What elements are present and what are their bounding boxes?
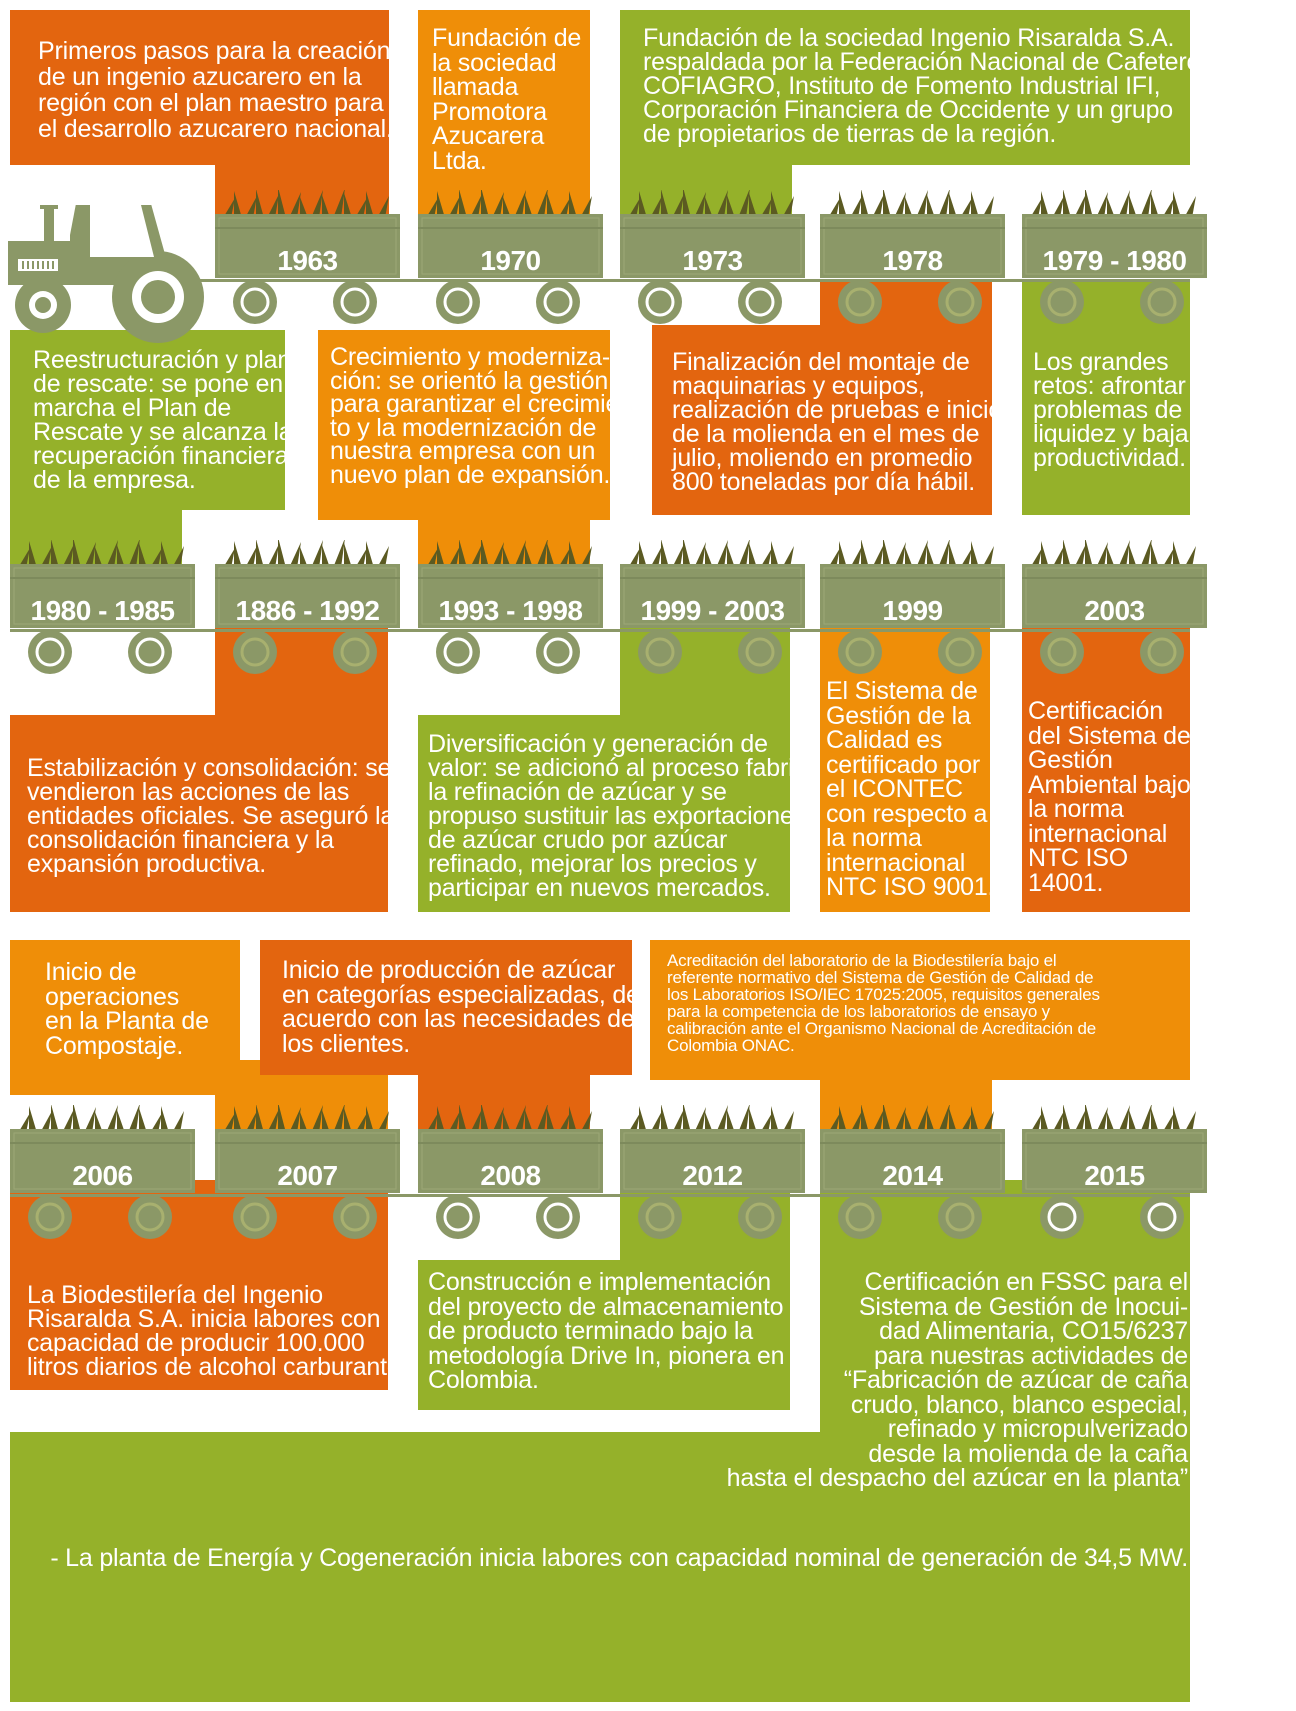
panel-1978 — [652, 325, 992, 515]
panel-2014 — [650, 940, 1190, 1080]
panel-bottom — [10, 1432, 1190, 1702]
tractor-icon — [8, 193, 208, 345]
panel-1970 — [418, 10, 590, 220]
wagon-2012: 2012 — [620, 1105, 805, 1255]
year-label: 2003 — [1084, 595, 1145, 626]
year-label: 2012 — [682, 1160, 743, 1191]
wagon-2015: 2015 — [1022, 1105, 1207, 1255]
event-2015-text: Certificación en FSSC para el Sistema de… — [726, 1268, 1189, 1492]
panel-1963 — [10, 10, 389, 165]
wagon-2006: 2006 — [10, 1105, 195, 1255]
year-label: 2015 — [1084, 1160, 1145, 1191]
year-label: 2014 — [882, 1160, 943, 1191]
event-2008-text: Inicio de producción de azúcar en catego… — [282, 956, 640, 1058]
year-label: 1993 - 1998 — [438, 595, 583, 626]
track-row-2 — [10, 629, 1190, 632]
event-2003-text: Certificación del Sistema de Gestión Amb… — [1028, 697, 1191, 897]
wagon-1886-1992: 1886 - 1992 — [215, 540, 400, 690]
wagon-1970: 1970 — [418, 190, 603, 340]
event-1999-2003-text: Diversificación y generación de valor: s… — [428, 730, 806, 902]
wagon-1973: 1973 — [620, 190, 805, 340]
event-1973-text: Fundación de la sociedad Ingenio Risaral… — [643, 24, 1220, 148]
event-1993-text: Crecimiento y moderniza- ción: se orient… — [330, 343, 641, 489]
panel-2007 — [10, 940, 240, 1095]
event-1979-text: Los grandes retos: afrontar problemas de… — [1033, 348, 1189, 472]
wagon-2007: 2007 — [215, 1105, 400, 1255]
panel-2015 — [820, 1180, 1190, 1440]
wagon-1980-1985: 1980 - 1985 — [10, 540, 195, 690]
panel-1980-text — [10, 330, 285, 510]
wagon-2003: 2003 — [1022, 540, 1207, 690]
event-1886-text: Estabilización y consolidación: se vendi… — [27, 754, 395, 878]
panel-1886 — [10, 715, 388, 912]
year-label: 1973 — [682, 245, 743, 276]
event-2012-text: Construcción e implementación del proyec… — [428, 1268, 785, 1394]
wagon-1979-1980: 1979 - 1980 — [1022, 190, 1207, 340]
year-label: 2006 — [72, 1160, 133, 1191]
wagon-1978: 1978 — [820, 190, 1005, 340]
wagon-1993-1998: 1993 - 1998 — [418, 540, 603, 690]
panel-2012 — [418, 1260, 790, 1410]
event-1980-text: Reestructuración y plan de rescate: se p… — [33, 346, 293, 494]
event-2014-text: Acreditación del laboratorio de la Biode… — [667, 951, 1100, 1055]
panel-1999-2003 — [418, 715, 790, 912]
event-1963-text: Primeros pasos para la creación de un in… — [38, 37, 393, 143]
wagon-1999: 1999 — [820, 540, 1005, 690]
year-label: 1970 — [480, 245, 541, 276]
event-1978-text: Finalización del montaje de maquinarias … — [672, 348, 1003, 496]
wagon-1999-2003: 1999 - 2003 — [620, 540, 805, 690]
track-row-3 — [10, 1194, 1190, 1197]
wagon-2008: 2008 — [418, 1105, 603, 1255]
year-label: 2007 — [277, 1160, 338, 1191]
year-label: 2008 — [480, 1160, 541, 1191]
event-1970-text: Fundación de la sociedad llamada Promoto… — [432, 24, 582, 175]
wagon-2014: 2014 — [820, 1105, 1005, 1255]
year-label: 1999 - 2003 — [640, 595, 785, 626]
year-label: 1886 - 1992 — [235, 595, 380, 626]
year-label: 1999 — [882, 595, 943, 626]
event-2007-text: Inicio de operaciones en la Planta de Co… — [45, 958, 209, 1060]
year-label: 1978 — [882, 245, 943, 276]
panel-2008 — [260, 940, 632, 1075]
year-label: 1979 - 1980 — [1042, 245, 1187, 276]
wagon-1963: 1963 — [215, 190, 400, 340]
event-2015-note: - La planta de Energía y Cogeneración in… — [50, 1544, 1188, 1572]
event-2006-text: La Biodestilería del Ingenio Risaralda S… — [27, 1281, 408, 1381]
event-1999-text: El Sistema de Gestión de la Calidad es c… — [826, 677, 995, 901]
year-label: 1963 — [277, 245, 338, 276]
panel-1973 — [620, 10, 1190, 165]
year-label: 1980 - 1985 — [30, 595, 175, 626]
track-row-1 — [160, 279, 1190, 282]
